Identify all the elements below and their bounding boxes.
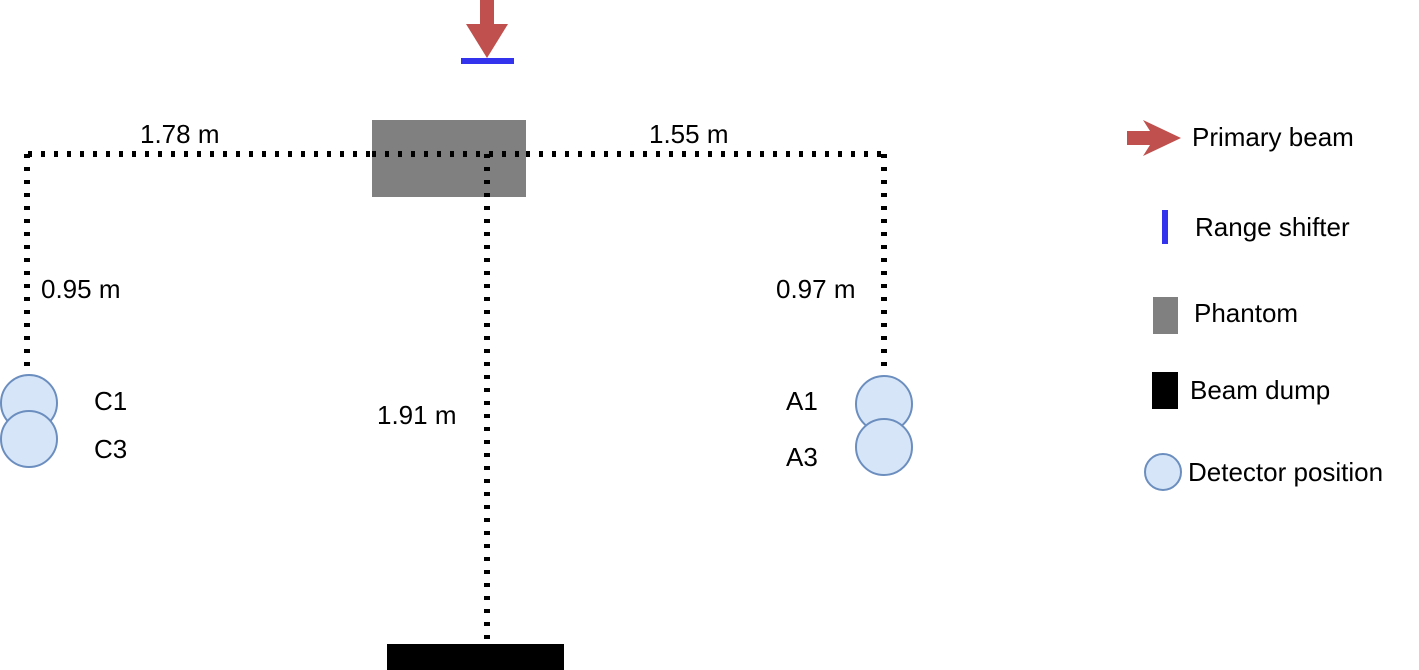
legend-range-shifter-label: Range shifter: [1195, 212, 1350, 242]
legend-item-phantom: Phantom: [1153, 297, 1298, 334]
legend: Primary beam Range shifter Phantom Beam …: [1127, 120, 1383, 491]
phantom: [372, 120, 526, 197]
legend-item-detector-position: Detector position: [1144, 453, 1383, 491]
legend-beam-dump-label: Beam dump: [1190, 375, 1330, 405]
square-icon: [1153, 297, 1178, 334]
legend-item-primary-beam: Primary beam: [1127, 120, 1354, 156]
detector-c1-label: C1: [94, 386, 127, 416]
distance-to-a-label: 1.55 m: [649, 119, 729, 149]
arrow-right-icon: [1127, 120, 1181, 156]
detector-c3-label: C3: [94, 434, 127, 464]
detector-a3-label: A3: [786, 442, 818, 472]
rectangle-icon: [1152, 372, 1178, 409]
detector-c3: [0, 410, 58, 468]
range-shifter: [461, 58, 514, 64]
detector-a3: [855, 418, 913, 476]
distance-c-drop-label: 0.95 m: [41, 274, 121, 304]
primary-beam-arrow: [466, 0, 508, 58]
legend-item-range-shifter: Range shifter: [1162, 210, 1350, 244]
distance-to-dump-label: 1.91 m: [377, 400, 457, 430]
distance-to-c-label: 1.78 m: [140, 119, 220, 149]
dotted-lines: [24, 151, 887, 644]
legend-detector-position-label: Detector position: [1188, 457, 1383, 487]
legend-phantom-label: Phantom: [1194, 298, 1298, 328]
distance-a-drop-label: 0.97 m: [776, 274, 856, 304]
detector-a1-label: A1: [786, 386, 818, 416]
detectors-a: [855, 375, 913, 476]
detectors-c: [0, 374, 58, 468]
bar-icon: [1162, 210, 1168, 244]
circle-icon: [1144, 453, 1182, 491]
legend-item-beam-dump: Beam dump: [1152, 372, 1330, 409]
beam-dump: [387, 644, 564, 670]
legend-primary-beam-label: Primary beam: [1192, 122, 1354, 152]
